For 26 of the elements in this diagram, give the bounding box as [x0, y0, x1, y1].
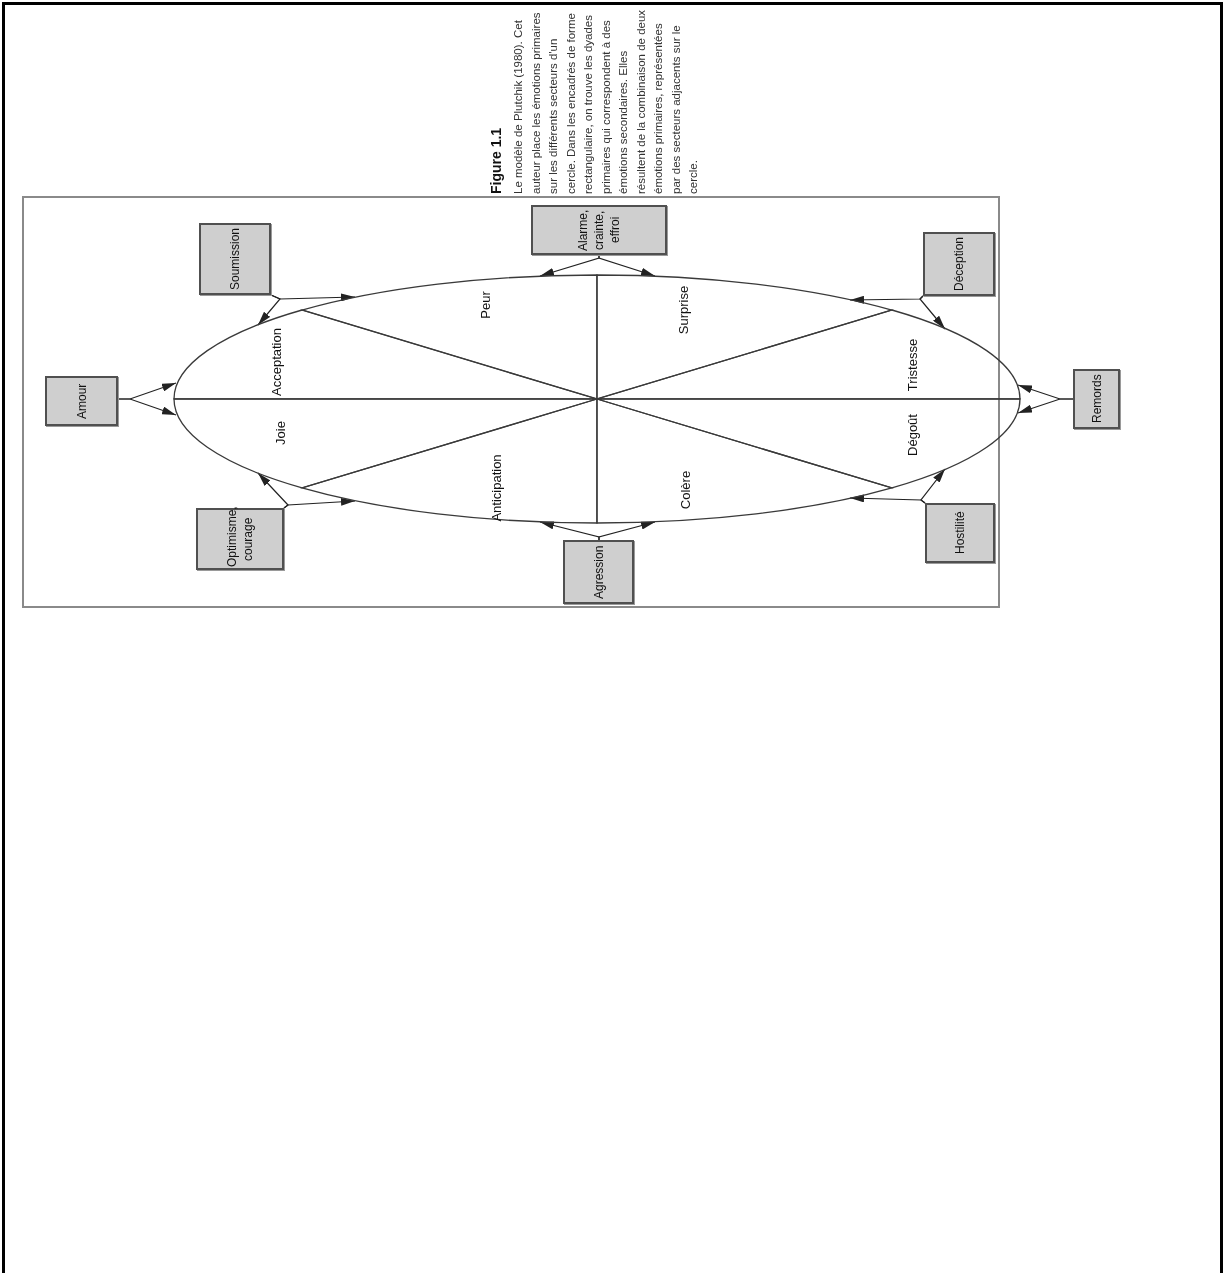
dyad-box: Agression — [563, 540, 634, 604]
figure-title: Figure 1.1 — [488, 126, 504, 194]
arrow — [257, 472, 289, 509]
dyad-box: Soumission — [199, 223, 271, 295]
arrow — [1017, 398, 1074, 414]
figure-caption: Le modèle de Plutchik (1980). Cet auteur place les émotions primaires sur les différents secteurs d'un cercle. Dans les encadrés de forme rectangulaire, on trouve les dyades primaires qui correspondent à des émotions secondaires. Elles résultent de la combinaison de deux émotions primaires, représentées par des secteurs adjacents sur le cercle. — [511, 8, 700, 194]
sector-label: Anticipation — [488, 454, 504, 522]
dyad-box: Remords — [1073, 369, 1120, 429]
dyad-box: Déception — [923, 232, 995, 296]
sector-label: Surprise — [675, 285, 691, 335]
sector-label: Tristesse — [904, 338, 920, 392]
dyad-box: Amour — [45, 376, 118, 426]
sector-label: Joie — [272, 421, 288, 445]
arrow — [598, 254, 656, 277]
arrow — [270, 293, 356, 302]
arrow — [919, 295, 946, 330]
sector-label: Acceptation — [268, 328, 284, 396]
sector-label: Dégoût — [904, 414, 920, 456]
arrow — [539, 521, 600, 541]
dyad-box: Hostilité — [925, 503, 995, 563]
arrow — [849, 494, 926, 504]
dyad-box: Alarme, crainte, effroi — [531, 205, 667, 255]
sector-label: Peur — [477, 291, 493, 319]
sector-label: Colère — [677, 470, 693, 510]
arrow — [117, 398, 177, 416]
dyad-box: Optimisme, courage — [196, 508, 284, 570]
